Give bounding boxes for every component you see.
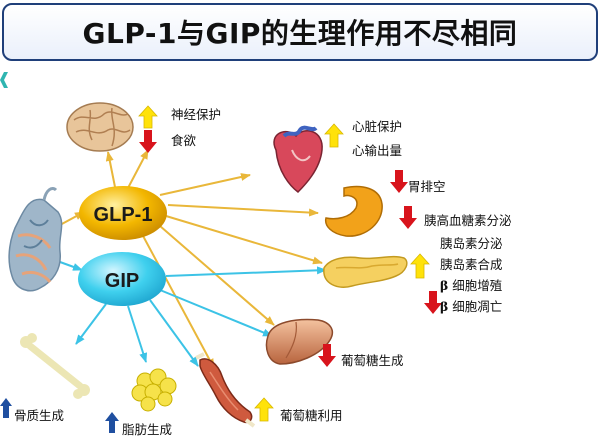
title-banner: GLP-1与GIP的生理作用不尽相同 <box>2 3 598 61</box>
beta-symbol: β <box>440 278 449 293</box>
label-insulin-secretion: 胰岛素分泌 <box>440 236 503 251</box>
label-glucose-utilization: 葡萄糖利用 <box>280 408 343 423</box>
glp1-hub <box>79 186 167 240</box>
gut-icon <box>8 186 63 292</box>
label-beta-cell-proliferation-text: 细胞增殖 <box>452 278 503 293</box>
label-fat-formation: 脂肪生成 <box>122 422 173 437</box>
label-beta-cell-apoptosis-text: 细胞凋亡 <box>452 299 503 314</box>
down-arrow-icons <box>139 130 442 367</box>
label-cardiac-output: 心输出量 <box>352 143 403 158</box>
gip-label: GIP <box>105 270 139 292</box>
bone-icon <box>20 333 90 399</box>
brain-icon <box>66 102 134 152</box>
label-appetite: 食欲 <box>171 133 197 148</box>
label-beta-cell-proliferation: β 细胞增殖 <box>440 275 502 294</box>
page-title: GLP-1与GIP的生理作用不尽相同 <box>82 17 518 50</box>
gip-arrows <box>59 261 327 367</box>
label-beta-cell-apoptosis: β 细胞凋亡 <box>440 296 502 315</box>
pancreas-icon <box>323 255 408 288</box>
label-insulin-synthesis: 胰岛素合成 <box>440 257 503 272</box>
gip-hub <box>78 252 166 306</box>
label-gluconeogenesis: 葡萄糖生成 <box>341 353 404 368</box>
blue-up-arrow-icons <box>0 398 119 433</box>
label-glucagon-secretion: 胰高血糖素分泌 <box>424 213 512 228</box>
glp1-arrows <box>59 149 323 369</box>
label-bone-formation: 骨质生成 <box>14 408 65 423</box>
muscle-icon <box>195 352 256 428</box>
adipose-icon <box>131 368 177 412</box>
chevron-icon <box>0 72 8 88</box>
label-gastric-emptying: 胃排空 <box>408 179 446 194</box>
glp1-label: GLP-1 <box>94 204 153 226</box>
liver-icon <box>265 318 334 365</box>
beta-symbol: β <box>440 299 449 314</box>
label-neuro-protection: 神经保护 <box>171 107 222 122</box>
up-arrow-icons <box>138 105 430 422</box>
label-cardio-protection: 心脏保护 <box>352 119 403 134</box>
stomach-icon <box>324 185 383 237</box>
heart-icon <box>273 125 323 193</box>
